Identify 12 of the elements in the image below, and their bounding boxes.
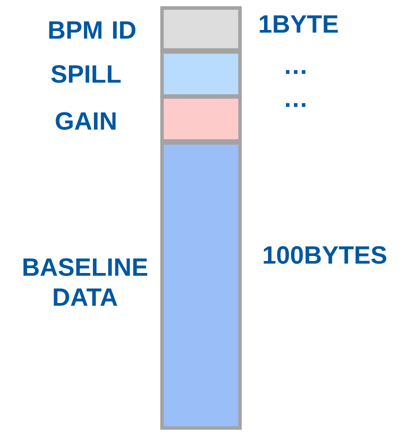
field-label: BPM ID — [49, 21, 136, 39]
field-label: BASELINE DATA — [23, 258, 148, 306]
size-label: … — [286, 103, 306, 107]
memory-block — [160, 141, 242, 430]
memory-block — [160, 6, 242, 52]
memory-block — [160, 95, 242, 143]
field-label: SPILL — [51, 65, 121, 83]
field-label: GAIN — [56, 112, 116, 130]
size-label: 100BYTES — [264, 246, 386, 264]
size-label: 1BYTE — [260, 15, 338, 33]
size-label: … — [286, 70, 306, 74]
memory-block — [160, 50, 242, 98]
